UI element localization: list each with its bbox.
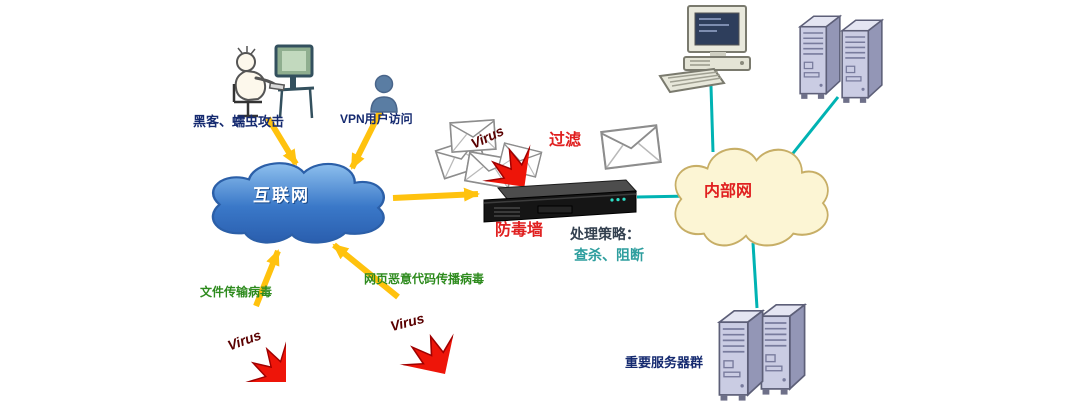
desktop-computer-icon	[658, 4, 762, 94]
virus-burst-web: Virus	[359, 279, 455, 365]
hacker-label: 黑客、蠕虫攻击	[193, 114, 285, 129]
strategy-title: 处理策略：	[570, 226, 640, 242]
hacker-at-computer-icon	[222, 40, 322, 124]
mail-filter-label: 过滤	[549, 132, 582, 149]
server-tower-icon	[798, 8, 888, 104]
firewall-label: 防毒墙	[495, 222, 544, 239]
file-virus-label: 文件传输病毒	[200, 285, 273, 299]
vpn-user-label: VPN用户访问	[340, 112, 413, 126]
virus-burst-file: Virus	[202, 298, 286, 382]
firewall-appliance-icon	[480, 176, 638, 226]
strategy-detail: 查杀、阻断	[574, 247, 644, 263]
web-virus-label: 网页恶意代码传播病毒	[364, 272, 485, 286]
filtered-envelope-icon	[600, 123, 663, 172]
internet-cloud	[198, 156, 394, 248]
intranet-cloud-label: 内部网	[704, 183, 753, 200]
virus-burst-mail: Virus	[443, 93, 531, 181]
internet-cloud-label: 互联网	[253, 186, 310, 205]
server-cluster-icon	[714, 296, 814, 404]
server-group-label: 重要服务器群	[625, 355, 704, 370]
intranet-cloud	[662, 140, 837, 252]
vpn-user-icon	[368, 74, 400, 114]
